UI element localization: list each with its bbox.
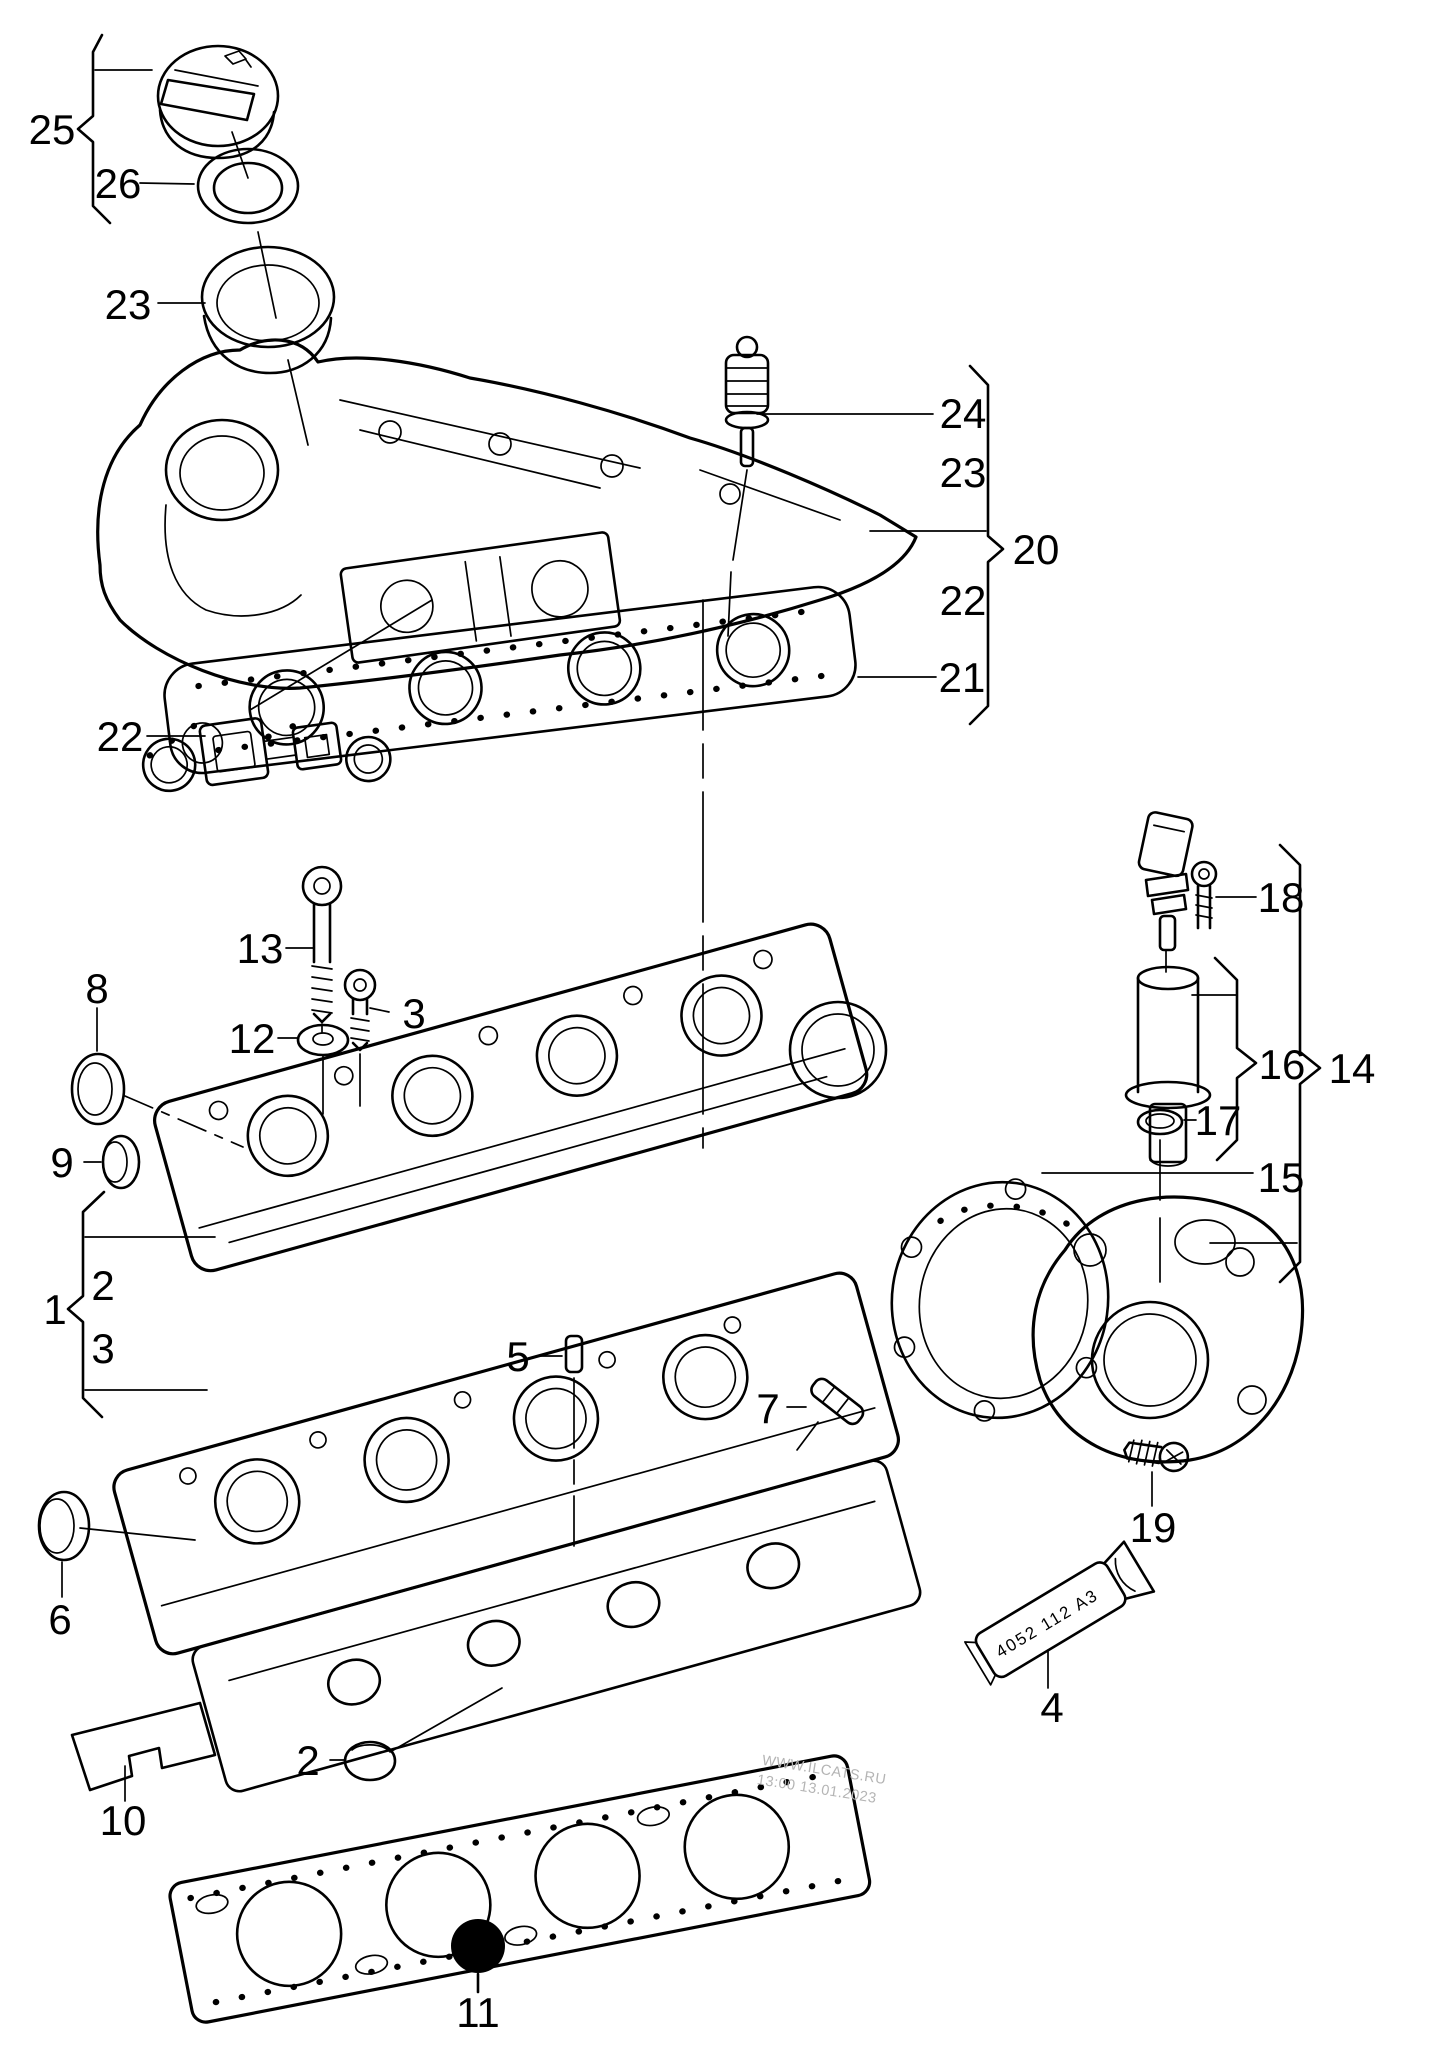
oil-filler-cap bbox=[156, 44, 280, 160]
cylinder-head-bolt-13 bbox=[301, 865, 343, 1033]
adjuster-housing bbox=[1031, 1195, 1305, 1464]
dowel-sleeve-7 bbox=[796, 1377, 865, 1451]
sealing-plug-6 bbox=[37, 1490, 196, 1598]
callout-3-list[interactable]: 3 bbox=[91, 1325, 114, 1372]
callout-23-top[interactable]: 23 bbox=[105, 281, 152, 328]
callout-17[interactable]: 17 bbox=[1195, 1097, 1242, 1144]
camshaft-seal-8 bbox=[70, 1007, 244, 1148]
housing-bolt-19 bbox=[1123, 1439, 1190, 1473]
valve-cover bbox=[96, 338, 918, 690]
filler-funnel bbox=[200, 245, 336, 375]
callout-5[interactable]: 5 bbox=[506, 1333, 529, 1380]
callout-9[interactable]: 9 bbox=[50, 1139, 73, 1186]
callout-4[interactable]: 4 bbox=[1040, 1684, 1063, 1731]
callout-12[interactable]: 12 bbox=[229, 1015, 276, 1062]
callout-7[interactable]: 7 bbox=[756, 1385, 779, 1432]
watermark: WWW.ILCATS.RU 13:00 13.01.2023 bbox=[756, 1753, 888, 1807]
assembly-axis-cap bbox=[231, 131, 309, 446]
cover-gasket bbox=[163, 585, 857, 775]
callout-3-bolt[interactable]: 3 bbox=[402, 990, 425, 1037]
solenoid-bolt-18 bbox=[1190, 860, 1218, 930]
callout-8[interactable]: 8 bbox=[85, 965, 108, 1012]
cap-seal-ring bbox=[196, 147, 300, 225]
callout-10[interactable]: 10 bbox=[100, 1797, 147, 1844]
callout-1[interactable]: 1 bbox=[43, 1286, 66, 1333]
callout-11[interactable]: 11 bbox=[456, 1989, 500, 2036]
leader-3-bolt bbox=[369, 1007, 390, 1013]
pcv-gasket bbox=[141, 717, 392, 793]
callout-25[interactable]: 25 bbox=[29, 106, 76, 153]
callout-23-list[interactable]: 23 bbox=[940, 449, 987, 496]
bracket-20 bbox=[968, 364, 1005, 726]
callout-18[interactable]: 18 bbox=[1258, 874, 1305, 921]
baffle-plate-10 bbox=[70, 1701, 217, 1802]
callout-21[interactable]: 21 bbox=[939, 654, 986, 701]
carrier-chain-flange bbox=[788, 1000, 888, 1100]
washer-12 bbox=[296, 1023, 350, 1115]
bracket-14 bbox=[1278, 843, 1322, 1284]
dowel-pin-5 bbox=[564, 1334, 584, 1547]
callout-2-plug[interactable]: 2 bbox=[296, 1737, 319, 1784]
callout-15[interactable]: 15 bbox=[1258, 1154, 1305, 1201]
callout-22-left[interactable]: 22 bbox=[97, 713, 144, 760]
callout-26[interactable]: 26 bbox=[95, 160, 142, 207]
sealing-plug-2 bbox=[343, 1687, 503, 1782]
oil-valve-24 bbox=[724, 335, 770, 637]
bracket-25 bbox=[76, 33, 112, 225]
callout-19[interactable]: 19 bbox=[1130, 1504, 1177, 1551]
leader-26 bbox=[139, 182, 195, 185]
callout-2-list[interactable]: 2 bbox=[91, 1262, 114, 1309]
bracket-1 bbox=[66, 1190, 106, 1419]
callout-24[interactable]: 24 bbox=[940, 390, 987, 437]
head-gasket-marker bbox=[451, 1919, 505, 1994]
o-ring-17 bbox=[1136, 1108, 1184, 1283]
callout-6[interactable]: 6 bbox=[48, 1596, 71, 1643]
callout-16[interactable]: 16 bbox=[1259, 1041, 1306, 1088]
adjuster-gasket-15 bbox=[890, 1178, 1110, 1422]
bolt-3 bbox=[343, 968, 377, 1107]
callout-22-list[interactable]: 22 bbox=[940, 577, 987, 624]
callout-14[interactable]: 14 bbox=[1329, 1045, 1376, 1092]
head-gasket bbox=[168, 1754, 872, 2024]
camshaft-carrier bbox=[153, 922, 869, 1273]
callout-20[interactable]: 20 bbox=[1013, 526, 1060, 573]
cylinder-head bbox=[112, 1271, 922, 1793]
bracket-16 bbox=[1213, 956, 1258, 1162]
sealant-tube: 4052 112 A3 bbox=[964, 1540, 1156, 1686]
assembly-axis-pcv bbox=[249, 599, 433, 711]
sealing-cap-9 bbox=[101, 1134, 141, 1190]
callout-13[interactable]: 13 bbox=[237, 925, 284, 972]
